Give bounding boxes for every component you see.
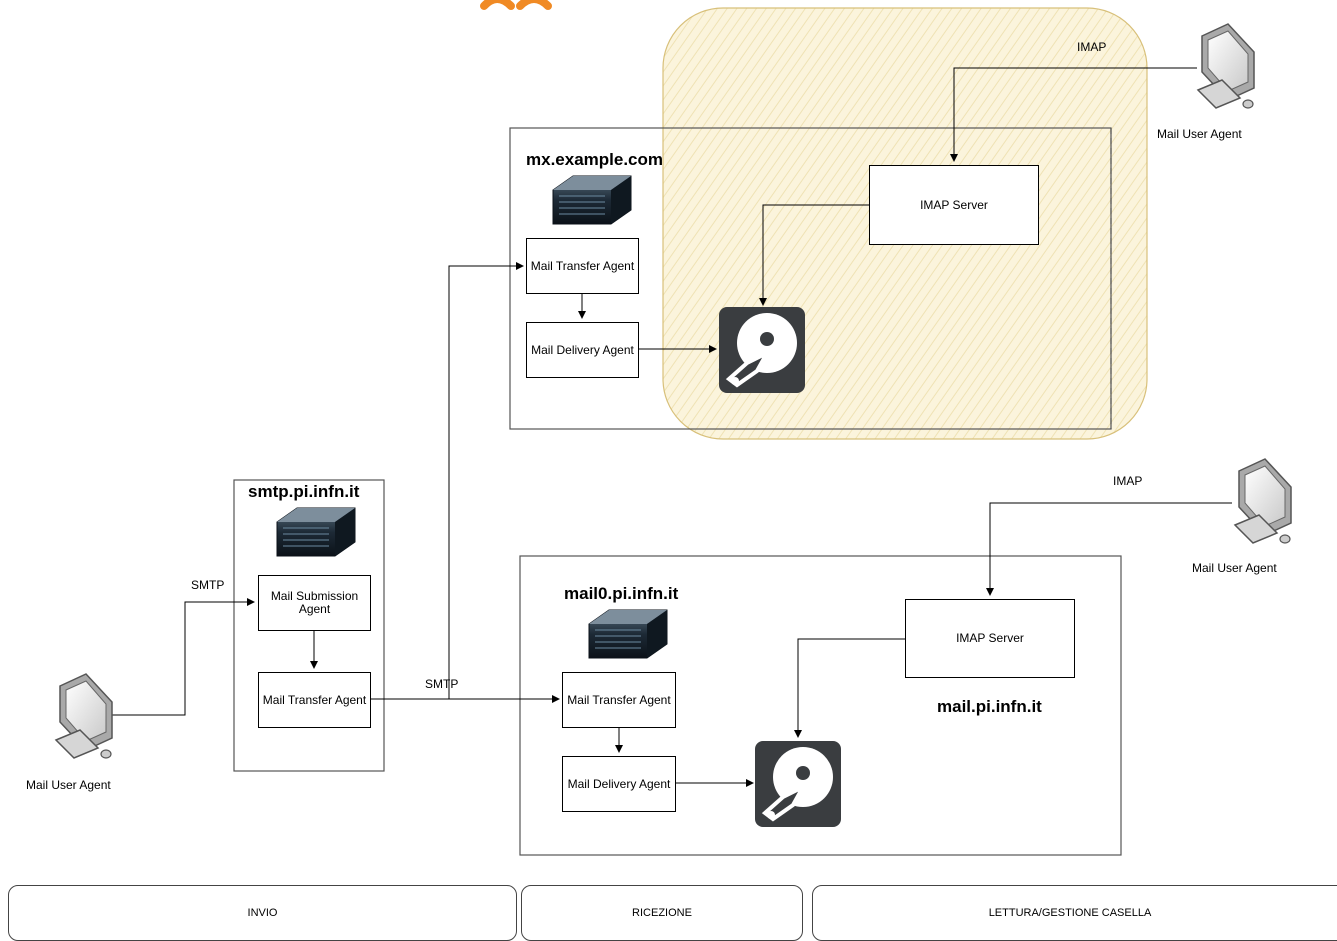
orange-logo-fragment (480, 0, 515, 10)
mail0-disk-icon (753, 739, 843, 829)
tab-invio-label: INVIO (247, 907, 278, 919)
mx-mail-delivery-agent-box[interactable]: Mail Delivery Agent (526, 322, 639, 378)
mail-submission-agent-box[interactable]: Mail Submission Agent (258, 575, 371, 631)
mx-imap-server-box[interactable]: IMAP Server (869, 165, 1039, 245)
imap-top-label: IMAP (1077, 40, 1107, 54)
tab-ricezione[interactable]: RICEZIONE (521, 885, 803, 941)
mail0-frame (519, 555, 1122, 856)
mail-imap-server-box[interactable]: IMAP Server (905, 599, 1075, 678)
smtp-server-icon (276, 507, 356, 557)
mx-server-title: mx.example.com (526, 150, 664, 169)
tab-lettura[interactable]: LETTURA/GESTIONE CASELLA (812, 885, 1337, 941)
mail0-server-title: mail0.pi.infn.it (564, 584, 679, 603)
smtp-in-label: SMTP (191, 578, 225, 592)
top-right-computer-icon (1197, 23, 1255, 109)
mail0-mail-transfer-agent-box[interactable]: Mail Transfer Agent (562, 672, 676, 728)
left-computer-icon (55, 673, 113, 759)
smtp-out-label: SMTP (425, 677, 459, 691)
smtp-frame (233, 479, 385, 772)
left-mail-user-agent-label: Mail User Agent (26, 778, 111, 792)
mx-disk-icon (717, 305, 807, 395)
mx-mail-transfer-agent-box[interactable]: Mail Transfer Agent (526, 238, 639, 294)
imap-bottom-label: IMAP (1113, 474, 1143, 488)
tab-invio[interactable]: INVIO (8, 885, 517, 941)
mail0-server-icon (588, 609, 668, 659)
mail0-mail-delivery-agent-box[interactable]: Mail Delivery Agent (562, 756, 676, 812)
smtp-server-title: smtp.pi.infn.it (248, 482, 360, 501)
bottom-right-computer-icon (1234, 458, 1292, 544)
bottom-right-mail-user-agent-label: Mail User Agent (1192, 561, 1277, 575)
mx-server-icon (552, 175, 632, 225)
mail-server-title: mail.pi.infn.it (937, 697, 1042, 716)
tab-lettura-label: LETTURA/GESTIONE CASELLA (988, 907, 1152, 919)
top-right-mail-user-agent-label: Mail User Agent (1157, 127, 1242, 141)
tab-ricezione-label: RICEZIONE (632, 907, 692, 919)
smtp-mail-transfer-agent-box[interactable]: Mail Transfer Agent (258, 672, 371, 728)
